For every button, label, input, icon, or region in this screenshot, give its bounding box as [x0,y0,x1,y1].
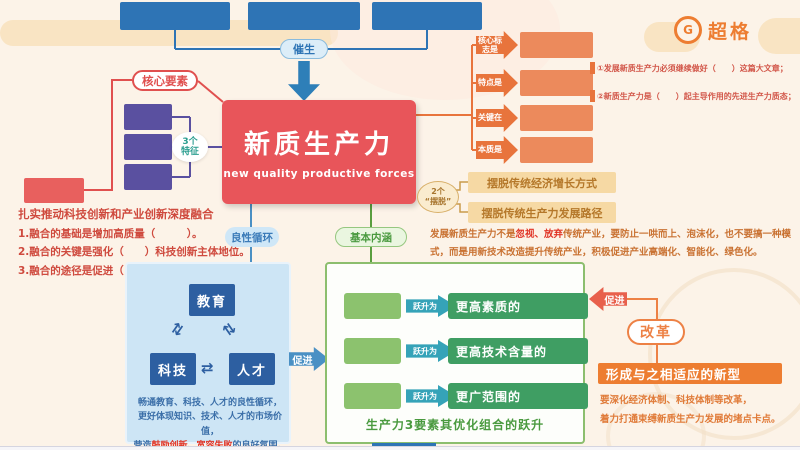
basic-connotation-pill: 基本内涵 [335,227,407,247]
breakaway-bar-1: 摆脱传统经济增长方式 [468,172,616,193]
attr-label: 特点是 [478,78,502,88]
top-box-1 [120,2,230,30]
spawn-label: 催生 [293,43,315,56]
spawn-label-pill: 催生 [280,39,328,59]
feature-box-2 [124,134,172,160]
leap-label: 跃升为 [413,391,437,401]
attr-label: 关键在 [478,113,502,123]
reform-notes: 要深化经济体制、科技体制等改革， 着力打通束缚新质生产力发展的堵点卡点。 [600,392,800,429]
three-features-cloud: 3个 特征 [172,132,208,162]
traditional-industry-paragraph: 发展新质生产力不是忽视、放弃传统产业，要防止一哄而上、泡沫化，也不要搞一种模式，… [430,226,800,261]
fusion-note-item: 1.融合的基础是增加高质量（ ）。 [18,228,203,240]
cycle-desc-line: 畅通教育、科技、人才的良性循环， [137,398,282,408]
node-education: 教育 [189,284,235,316]
cycle-desc-line: 的良好氛围。 [233,441,287,450]
node-talent: 人才 [229,353,275,385]
top-box-3 [372,2,482,30]
attr-answer-box [520,137,593,163]
promote-label: 促进 [604,295,625,307]
fusion-note-item: 2.融合的关键是强化（ ）科技创新主体地位。 [18,246,250,259]
cycle-description: 畅通教育、科技、人才的良性循环， 更好体现知识、技术、人才的市场价值， 营造鼓励… [131,396,289,450]
features-cloud-line2: 特征 [180,147,199,157]
attr-answer-box [520,70,593,96]
leap-label: 跃升为 [413,301,437,311]
note-bullet-bar [590,90,595,102]
breakaway-bar-2: 摆脱传统生产力发展路径 [468,202,616,223]
brand-name: 超格 [708,20,753,43]
node-science: 科技 [150,353,196,385]
paragraph-text: 传统产业，要防止一哄而上、泡沫化，也不要搞一种模式，而是用新技术改造提升传统产业… [430,229,792,258]
leap-target-box: 更高素质的 [448,293,588,319]
right-note-line: ①发展新质生产力必须继续做好（ ）这篇大文章； [597,64,788,73]
attr-answer-box [520,32,593,58]
reform-note-line: 着力打通束缚新质生产力发展的堵点卡点。 [600,413,781,425]
connotation-box: 跃升为 跃升为 跃升为 更高素质的 更高技术含量的 更广范围的 生产力3要素其优… [325,262,588,444]
leap-arrow-icon: 跃升为 [406,385,456,407]
deco-pill [758,18,800,54]
element-box [344,338,401,364]
attr-label: 本质是 [478,145,502,155]
feature-box-3 [124,164,172,190]
core-elements-pill: 核心要素 [132,70,198,91]
element-box [344,383,401,409]
double-arrow-icon: ⇄ [201,359,214,377]
reform-pill: 改革 [627,319,685,345]
reform-label: 改革 [640,325,672,341]
breakaways-cloud-line1: 2个 [431,187,445,197]
top-box-2 [248,2,360,30]
attr-answer-box [520,105,593,131]
cycle-desc-line: 营造 [133,441,151,450]
paragraph-highlight: 忽视、放弃 [515,229,564,240]
feature-box-1 [124,104,172,130]
right-note-line: ②新质生产力是（ ）起主导作用的先进生产力质态； [597,92,796,101]
cycle-desc-line: 更好体现知识、技术、人才的市场价值， [137,412,282,437]
virtuous-cycle-label: 良性循环 [231,231,273,244]
leap-label: 跃升为 [413,346,437,356]
attr-label: 核心标志是 [478,35,502,54]
leap-target-box: 更高技术含量的 [448,338,588,364]
cycle-desc-highlight: 鼓励创新、宽容失败 [151,441,232,450]
new-type-bar: 形成与之相适应的新型 [598,363,782,384]
fusion-notes-title: 扎实推动科技创新和产业创新深度融合 [18,207,214,221]
note-bullet-bar [590,62,595,74]
double-arrow-icon: ⇄ [166,318,189,340]
fusion-box [24,178,84,203]
core-elements-label: 核心要素 [142,73,188,88]
reform-note-line: 要深化经济体制、科技体制等改革， [600,395,753,406]
brand-logo: G 超格 [674,16,752,44]
basic-connotation-label: 基本内涵 [350,231,392,244]
main-topic-box: 新质生产力 new quality productive forces [222,100,416,204]
main-title: 新质生产力 [243,130,394,160]
element-box [344,293,401,319]
two-breakaways-cloud: 2个 “摆脱” [417,181,459,213]
leap-arrow-icon: 跃升为 [406,340,456,362]
double-arrow-icon: ⇄ [218,318,241,340]
features-cloud-line1: 3个 [182,136,198,147]
breakaway-bar-label: 摆脱传统经济增长方式 [487,176,597,190]
slide-bottom-edge [0,446,800,450]
leap-target-box: 更广范围的 [448,383,588,409]
leap-arrow-icon: 跃升为 [406,295,456,317]
paragraph-text: 发展新质生产力不是 [430,229,516,240]
brand-g-icon: G [674,16,702,44]
breakaway-bar-label: 摆脱传统生产力发展路径 [481,206,603,220]
breakaways-cloud-line2: “摆脱” [424,197,452,206]
main-subtitle: new quality productive forces [223,168,415,180]
virtuous-cycle-pill: 良性循环 [225,227,279,247]
cycle-box: 教育 科技 人才 ⇄ ⇄ ⇄ 畅通教育、科技、人才的良性循环， 更好体现知识、技… [125,262,291,450]
connotation-caption: 生产力3要素其优化组合的跃升 [365,418,545,432]
promote-label: 促进 [292,355,313,367]
mascot-outline-icon [648,268,800,440]
